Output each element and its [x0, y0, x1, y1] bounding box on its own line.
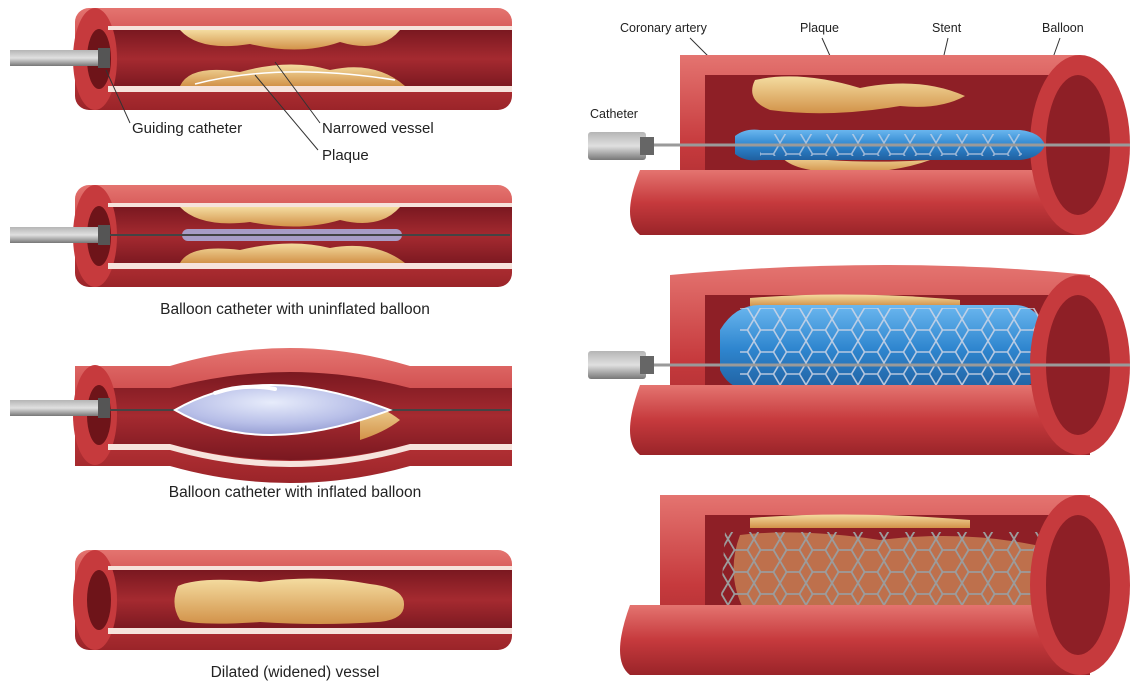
caption-inflated: Balloon catheter with inflated balloon — [169, 484, 421, 501]
right-artery-stent-in-place — [620, 495, 1130, 675]
catheter-right-1 — [588, 132, 646, 160]
label-coronary-artery: Coronary artery — [620, 21, 708, 35]
compressed-plaque — [174, 578, 404, 624]
label-plaque-left: Plaque — [322, 147, 369, 164]
caption-dilated: Dilated (widened) vessel — [211, 664, 380, 681]
label-balloon: Balloon — [1042, 21, 1084, 35]
label-guiding-catheter: Guiding catheter — [132, 120, 242, 137]
expanded-stent — [720, 532, 1045, 612]
left-vessel-inflated-balloon — [10, 348, 512, 483]
label-plaque-right: Plaque — [800, 21, 839, 35]
right-artery-stent-expansion — [588, 265, 1130, 455]
left-vessel-uninflated-balloon — [10, 185, 512, 287]
left-vessel-dilated — [73, 550, 512, 650]
right-artery-stent-insertion — [588, 55, 1130, 235]
label-catheter: Catheter — [590, 107, 638, 121]
left-vessel-narrowed — [10, 8, 512, 110]
caption-uninflated: Balloon catheter with uninflated balloon — [160, 301, 430, 318]
label-stent: Stent — [932, 21, 962, 35]
label-narrowed-vessel: Narrowed vessel — [322, 120, 434, 137]
guiding-catheter — [10, 50, 105, 66]
